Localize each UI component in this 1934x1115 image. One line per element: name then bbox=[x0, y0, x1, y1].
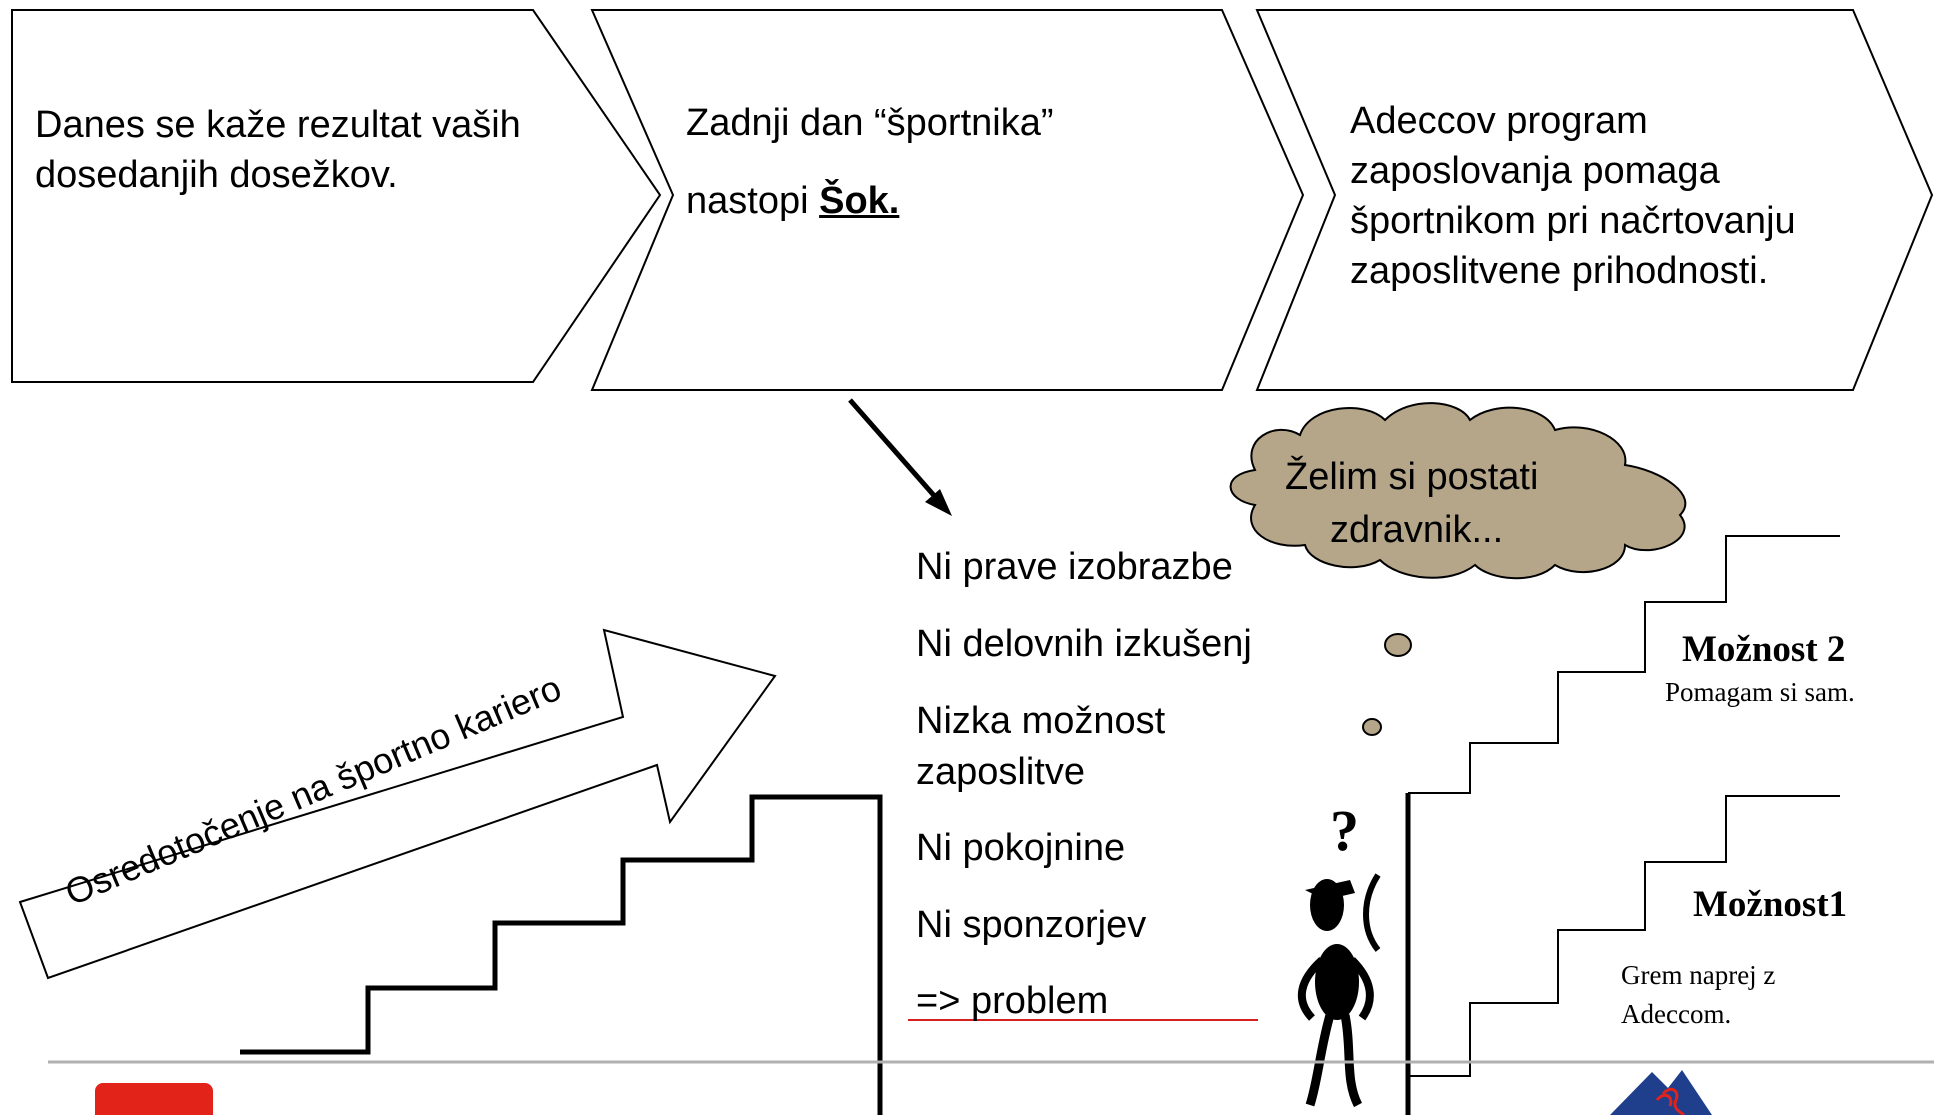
figure-arm-left bbox=[1297, 957, 1325, 1021]
option-1-line-2: Adeccom. bbox=[1621, 999, 1732, 1029]
pointer-arrow-line bbox=[848, 398, 947, 510]
thought-bubble-large bbox=[1384, 633, 1412, 657]
step-1-line-2: dosedanjih dosežkov. bbox=[35, 154, 398, 196]
step-1-line-1: Danes se kaže rezultat vaših bbox=[35, 104, 521, 146]
step-2-line-2: nastopi Šok. bbox=[686, 176, 899, 226]
left-stairs bbox=[240, 794, 883, 1115]
step-2-emphasis: Šok. bbox=[819, 180, 900, 222]
problem-item: Nizka možnost bbox=[916, 700, 1166, 742]
figure-cap bbox=[1305, 880, 1355, 900]
problem-item: zaposlitve bbox=[916, 751, 1085, 793]
figure-leg-right bbox=[1340, 1014, 1363, 1108]
thought-bubble-small bbox=[1362, 718, 1382, 736]
right-stairs-upper bbox=[1408, 535, 1840, 794]
career-arrow bbox=[18, 628, 777, 980]
mountain-logo-icon bbox=[1610, 1070, 1712, 1115]
problem-item: => problem bbox=[916, 980, 1109, 1022]
pointer-arrow-head bbox=[925, 489, 952, 516]
problem-item: Ni sponzorjev bbox=[916, 904, 1147, 946]
thought-line-2: zdravnik... bbox=[1330, 509, 1504, 551]
option-2-text: Pomagam si sam. bbox=[1665, 677, 1855, 707]
brand-logo-block bbox=[95, 1083, 213, 1115]
right-stairs-lower bbox=[1408, 795, 1840, 1077]
figure-hand-shape bbox=[1363, 873, 1381, 952]
step-box-3 bbox=[1255, 9, 1934, 391]
step-2-line-1: Zadnji dan “športnika” bbox=[686, 102, 1054, 144]
step-3-line-4: zaposlitvene prihodnosti. bbox=[1350, 250, 1769, 292]
thought-line-1: Želim si postati bbox=[1285, 456, 1539, 498]
step-3-line-2: zaposlovanja pomaga bbox=[1350, 150, 1720, 192]
figure-arm-right bbox=[1349, 957, 1374, 1021]
step-2-prefix: nastopi bbox=[686, 180, 820, 222]
problem-item: Ni delovnih izkušenj bbox=[916, 623, 1252, 665]
problem-item: Ni pokojnine bbox=[916, 827, 1126, 869]
figure-leg-left bbox=[1305, 1013, 1335, 1107]
option-1-line-1: Grem naprej z bbox=[1621, 960, 1776, 990]
stick-figure bbox=[1297, 873, 1381, 1108]
option-2-title: Možnost 2 bbox=[1682, 629, 1846, 670]
step-3-line-1: Adeccov program bbox=[1350, 100, 1648, 142]
step-box-1 bbox=[11, 9, 662, 383]
step-box-2 bbox=[590, 9, 1305, 391]
thought-cloud bbox=[1229, 402, 1687, 580]
problem-item: Ni prave izobrazbe bbox=[916, 546, 1233, 588]
figure-body bbox=[1315, 944, 1359, 1020]
question-mark: ? bbox=[1330, 798, 1359, 863]
option-1-title: Možnost1 bbox=[1693, 884, 1848, 925]
step-3-line-3: športnikom pri načrtovanju bbox=[1350, 200, 1796, 242]
